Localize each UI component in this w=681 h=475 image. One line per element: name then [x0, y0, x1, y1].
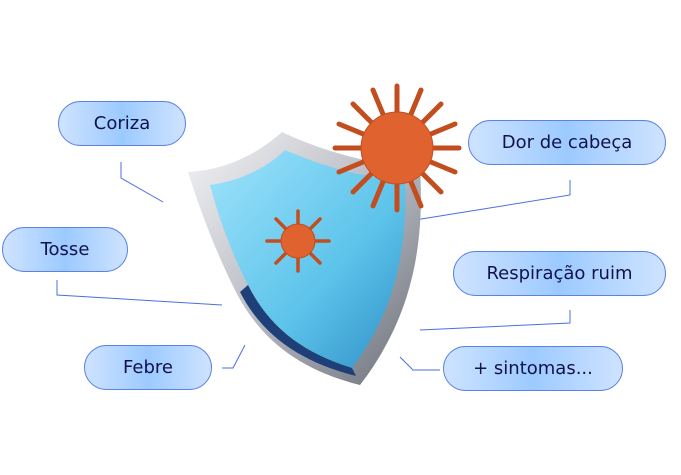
connector-respiracao-ruim: [419, 310, 571, 331]
symptom-coriza: Coriza: [58, 101, 186, 146]
symptom-mais-sintomas: + sintomas...: [443, 346, 623, 391]
symptom-respiracao-ruim: Respiração ruim: [453, 251, 666, 296]
virus-large-icon: [332, 83, 462, 213]
symptom-dor-de-cabeca: Dor de cabeça: [468, 120, 666, 165]
virus-small-icon: [265, 209, 331, 273]
symptom-tosse: Tosse: [2, 227, 128, 272]
connector-mais-sintomas: [399, 356, 440, 371]
connector-coriza: [120, 162, 164, 203]
connector-tosse: [56, 280, 223, 306]
symptom-febre: Febre: [84, 345, 212, 390]
shield-icon: [188, 132, 421, 385]
connector-lines: [56, 162, 571, 371]
connector-dor-de-cabeca: [414, 180, 571, 221]
connector-febre: [222, 344, 246, 369]
